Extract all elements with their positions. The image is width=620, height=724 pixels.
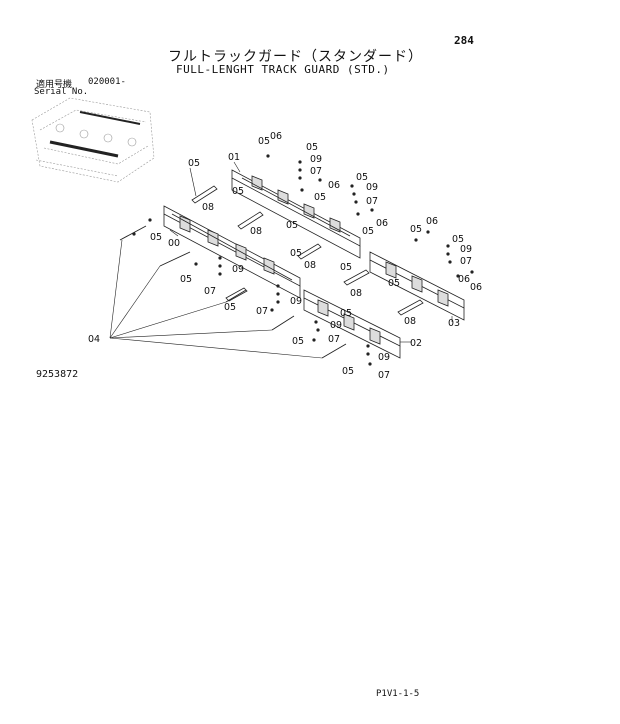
- callout-09: 09: [460, 244, 472, 255]
- serial-label-english: Serial No.: [34, 87, 89, 97]
- callout-01: 01: [228, 152, 240, 163]
- callout-05: 05: [314, 192, 326, 203]
- callout-03: 03: [448, 318, 460, 329]
- title-japanese: フルトラックガード（スタンダード）: [168, 49, 423, 65]
- undercarriage-thumbnail: [31, 97, 155, 183]
- callout-07: 07: [328, 334, 340, 345]
- callout-07: 07: [460, 256, 472, 267]
- callout-07: 07: [256, 306, 268, 317]
- callout-05: 05: [232, 186, 244, 197]
- callout-09: 09: [330, 320, 342, 331]
- callout-05: 05: [290, 248, 302, 259]
- callout-07: 07: [378, 370, 390, 381]
- callout-06: 06: [376, 218, 388, 229]
- callout-05: 05: [258, 136, 270, 147]
- callout-05: 05: [286, 220, 298, 231]
- callout-09: 09: [366, 182, 378, 193]
- track-guard-01: [231, 169, 361, 259]
- title-english: FULL-LENGHT TRACK GUARD (STD.): [176, 63, 390, 76]
- pins-08: [191, 185, 424, 316]
- figure-number: 9253872: [36, 369, 79, 380]
- callout-08: 08: [250, 226, 262, 237]
- callout-00: 00: [168, 238, 180, 249]
- callout-09: 09: [378, 352, 390, 363]
- track-guard-00: [163, 205, 301, 299]
- callout-05: 05: [292, 336, 304, 347]
- callout-06: 06: [328, 180, 340, 191]
- callout-05: 05: [342, 366, 354, 377]
- callout-06: 06: [426, 216, 438, 227]
- callout-09: 09: [310, 154, 322, 165]
- callout-06: 06: [458, 274, 470, 285]
- callout-05: 05: [180, 274, 192, 285]
- footer-code: P1V1-1-5: [376, 689, 420, 699]
- callout-05: 05: [340, 308, 352, 319]
- callout-09: 09: [232, 264, 244, 275]
- callout-07: 07: [310, 166, 322, 177]
- serial-value: 020001-: [88, 77, 126, 87]
- callout-05: 05: [452, 234, 464, 245]
- callout-05: 05: [340, 262, 352, 273]
- callout-05: 05: [306, 142, 318, 153]
- track-guard-02: [303, 289, 401, 359]
- callout-07: 07: [366, 196, 378, 207]
- callout-05: 05: [410, 224, 422, 235]
- callout-07: 07: [204, 286, 216, 297]
- leader-lines: [109, 161, 453, 359]
- bolts-04: [119, 225, 347, 359]
- callout-08: 08: [350, 288, 362, 299]
- callout-05: 05: [224, 302, 236, 313]
- callout-labels: 05 06 01 05 09 07 06 05 05 05 05 09 07 0…: [88, 131, 482, 381]
- callout-09: 09: [290, 296, 302, 307]
- callout-04: 04: [88, 334, 100, 345]
- track-guard-03: [369, 251, 465, 321]
- callout-05: 05: [356, 172, 368, 183]
- callout-08: 08: [404, 316, 416, 327]
- callout-08: 08: [202, 202, 214, 213]
- callout-05: 05: [150, 232, 162, 243]
- callout-08: 08: [304, 260, 316, 271]
- callout-05: 05: [362, 226, 374, 237]
- serial-label-japanese: 適用号機: [36, 80, 73, 90]
- callout-05: 05: [188, 158, 200, 169]
- callout-06: 06: [270, 131, 282, 142]
- callout-05: 05: [388, 278, 400, 289]
- page-number: 284: [454, 34, 474, 47]
- callout-02: 02: [410, 338, 422, 349]
- hardware-dots: [132, 154, 474, 366]
- callout-06: 06: [470, 282, 482, 293]
